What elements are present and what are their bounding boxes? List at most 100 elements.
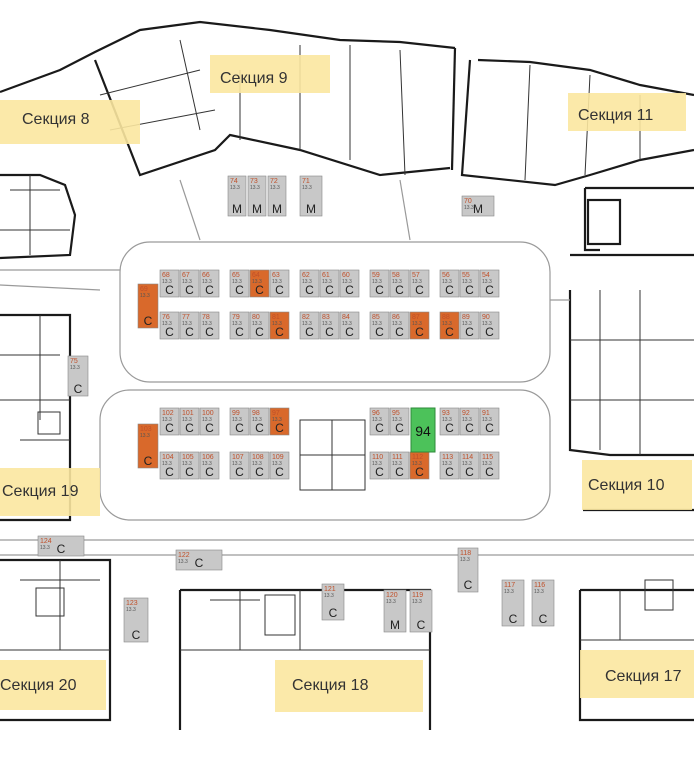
section-label[interactable]: Секция 8	[0, 100, 140, 144]
section-label-text: Секция 11	[578, 107, 653, 124]
parking-spot-number: 75	[70, 358, 78, 365]
parking-spot-area: 13.3	[126, 607, 136, 613]
section-label-bg	[0, 468, 100, 516]
parking-spot-fill	[479, 407, 500, 436]
parking-spot-area: 13.3	[162, 321, 172, 327]
parking-spot-fill	[269, 407, 290, 436]
parking-spot-number: 76	[162, 314, 170, 321]
parking-spot-area: 13.3	[322, 279, 332, 285]
section-label[interactable]: Секция 20	[0, 660, 106, 710]
parking-spot-type: C	[255, 283, 264, 297]
section-label[interactable]: Секция 10	[582, 460, 692, 510]
section-label[interactable]: Секция 17	[580, 650, 694, 698]
parking-spot-fill	[479, 269, 500, 298]
parking-spot-fill	[249, 311, 270, 340]
section-label[interactable]: Секция 9	[210, 55, 330, 93]
section-label[interactable]: Секция 11	[568, 93, 686, 131]
parking-spot-area: 13.3	[202, 279, 212, 285]
section-label[interactable]: Секция 18	[275, 660, 423, 712]
parking-spot-number: 74	[230, 178, 238, 185]
parking-spot-number: 105	[182, 454, 194, 461]
section-label[interactable]: Секция 19	[0, 468, 100, 516]
parking-spot-area: 13.3	[182, 461, 192, 467]
parking-spot-number: 117	[504, 582, 515, 589]
parking-spot-type: C	[465, 283, 474, 297]
parking-spot-fill	[269, 269, 290, 298]
parking-spot-type: C	[165, 421, 174, 435]
parking-spot-type: C	[185, 283, 194, 297]
selected-parking-spot[interactable]: 94	[410, 407, 436, 453]
